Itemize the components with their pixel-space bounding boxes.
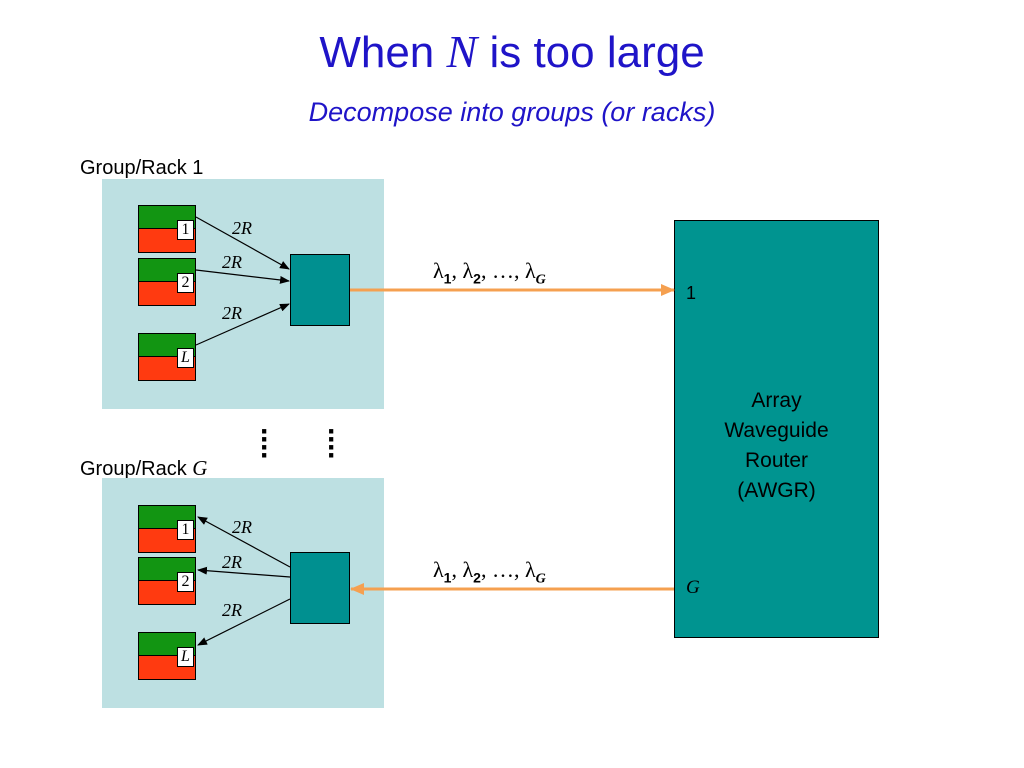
group-G-rate-2: 2R [222, 552, 242, 572]
group-G-rate-1: 2R [232, 517, 252, 537]
server-number: 1 [177, 220, 194, 240]
awgr-label-line: Router [744, 449, 809, 472]
group-G-arrow-2 [197, 566, 291, 578]
group-G-arrow-1 [197, 516, 291, 568]
group-1-wavelengths: λ1, λ2, …, λG [433, 258, 546, 288]
group-1-label-prefix: Group/Rack [80, 157, 187, 179]
awgr-port-G: G [686, 577, 700, 598]
awgr-label-line: (AWGR) [737, 479, 816, 502]
group-1-server-2: 2 [138, 258, 196, 306]
server-number: 1 [177, 520, 194, 540]
page-subtitle: Decompose into groups (or racks) [308, 97, 716, 127]
page-title: When N is too large [0, 26, 1024, 79]
server-number: L [177, 348, 194, 368]
group-G-arrow-3 [197, 598, 291, 646]
group-1-label: Group/Rack 1 [80, 156, 203, 180]
title-suffix: is too large [489, 28, 705, 77]
awgr-label-line: Waveguide [724, 419, 829, 442]
group-G-wavelengths: λ1, λ2, …, λG [433, 557, 546, 587]
awgr-box [674, 220, 879, 638]
group-G-switch [290, 552, 350, 624]
group-1-rate-3: 2R [222, 303, 242, 323]
group-1-arrow-2 [195, 269, 290, 284]
group-1-switch [290, 254, 350, 326]
server-number: 2 [177, 572, 194, 592]
group-G-label-id: G [192, 456, 208, 480]
group-G-server-2: 2 [138, 557, 196, 605]
awgr-label-line: Array [751, 389, 802, 412]
ellipsis-dots-right: ···· [327, 415, 337, 472]
group-1-rate-1: 2R [232, 218, 252, 238]
awgr-port-1: 1 [686, 283, 697, 303]
group-G-label: Group/Rack G [80, 456, 207, 481]
group-1-arrow-3 [195, 303, 290, 346]
group-1-arrow-1 [195, 216, 290, 270]
title-prefix: When [319, 28, 435, 77]
group-1-server-1: 1 [138, 205, 196, 253]
group-G-server-L: L [138, 632, 196, 680]
group-1-label-id: 1 [192, 157, 204, 179]
title-variable: N [446, 26, 478, 77]
server-number: L [177, 647, 194, 667]
server-number: 2 [177, 273, 194, 293]
group-1-server-L: L [138, 333, 196, 381]
group-G-label-prefix: Group/Rack [80, 458, 187, 480]
ellipsis-dots-left: ···· [260, 415, 270, 472]
group-G-rate-3: 2R [222, 600, 242, 620]
group-G-server-1: 1 [138, 505, 196, 553]
awgr-label: Array Waveguide Router (AWGR) [674, 386, 879, 506]
group-1-rate-2: 2R [222, 252, 242, 272]
